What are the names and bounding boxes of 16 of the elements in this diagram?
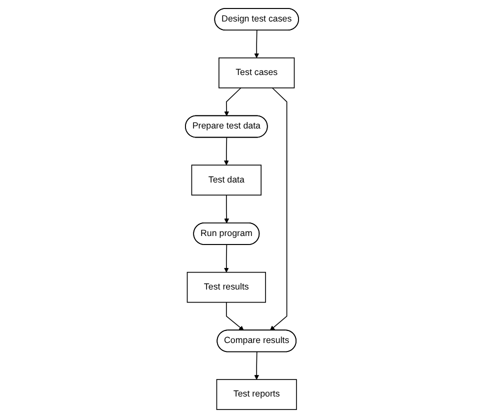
arrow: [226, 302, 244, 331]
process-ellipse: Prepare test data: [184, 115, 268, 138]
arrow: [269, 87, 287, 331]
process-ellipse: Run program: [192, 222, 260, 245]
arrow: [254, 352, 259, 380]
data-box: Test results: [186, 272, 266, 303]
data-box: Test data: [190, 164, 262, 196]
data-box: Test cases: [218, 57, 294, 88]
arrow: [223, 137, 228, 166]
arrow: [254, 30, 259, 58]
process-ellipse: Compare results: [216, 330, 296, 352]
process-ellipse: Design test cases: [214, 8, 298, 31]
arrow: [224, 194, 229, 224]
arrow: [224, 87, 241, 116]
arrow: [223, 244, 228, 273]
data-box: Test reports: [216, 379, 296, 410]
